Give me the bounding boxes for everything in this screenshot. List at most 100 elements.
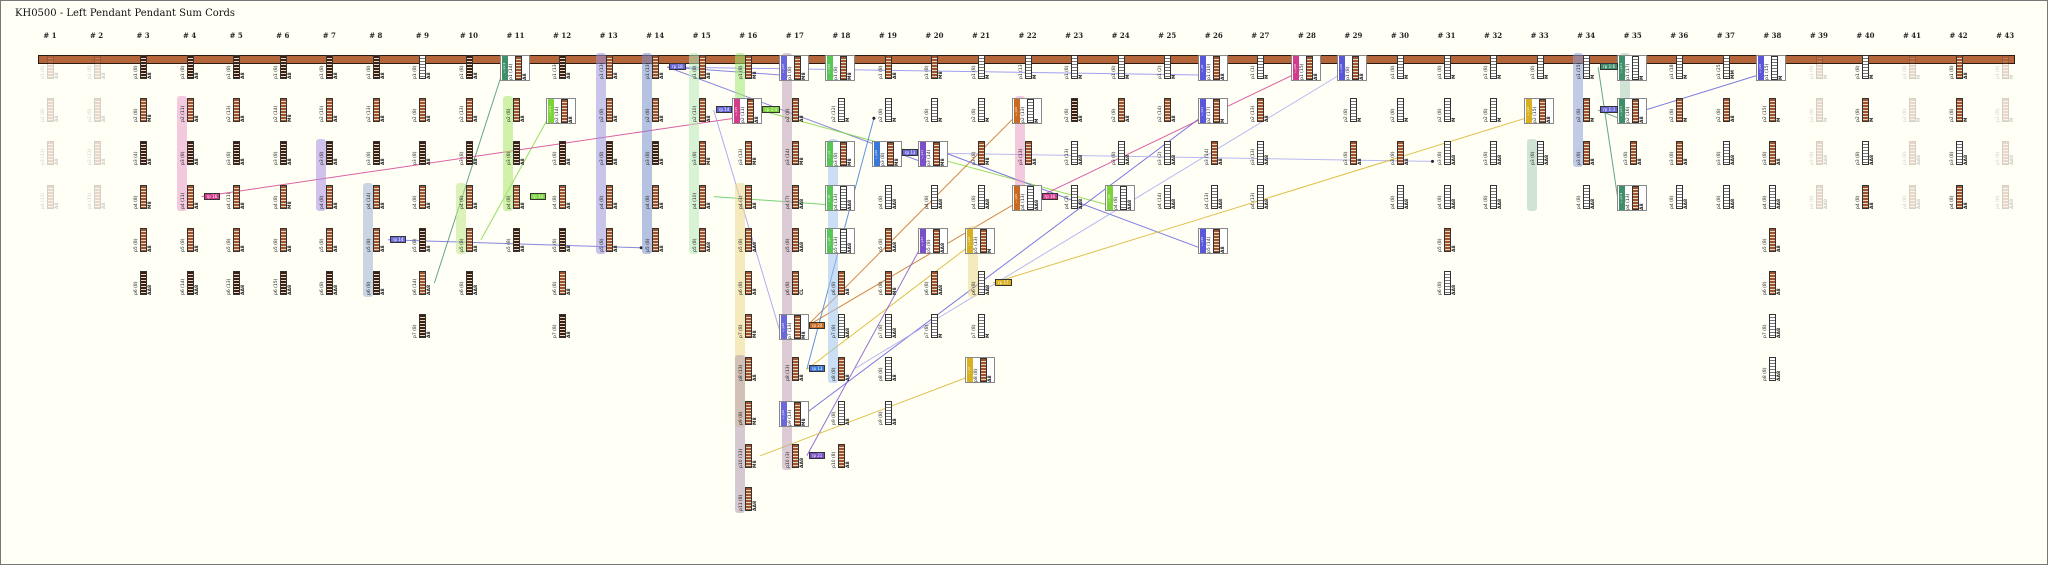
pendant-cord[interactable]: p1 (2)M bbox=[1158, 55, 1177, 79]
pendant-cord[interactable]: p8 (8)A8 bbox=[879, 357, 898, 382]
pendant-cord[interactable]: p1 (8)M bbox=[1531, 55, 1550, 79]
pendant-cord[interactable]: p7 (8)M8 bbox=[739, 314, 758, 339]
pendant-cord[interactable]: p6 (8)A8 bbox=[739, 271, 758, 295]
pendant-cord[interactable]: p6 (13)AA8 bbox=[227, 271, 246, 295]
pendant-cord[interactable]: p6 (8)AA8 bbox=[1438, 271, 1457, 295]
pendant-cord[interactable]: p3 (13)A8 bbox=[41, 141, 60, 166]
pendant-cord[interactable]: p3 (8)M8 bbox=[693, 141, 712, 166]
pendant-cord[interactable]: p3 (8)AA8 bbox=[1950, 141, 1969, 166]
pendant-cord[interactable]: p5 (8)A8 bbox=[227, 227, 246, 252]
pendant-cord[interactable]: p3 (8)AA8 bbox=[1810, 141, 1829, 166]
pendant-cord[interactable]: p1 (8)A8 bbox=[460, 55, 479, 79]
pendant-cord[interactable]: p3 (2)AA8 bbox=[1158, 141, 1177, 166]
pendant-cord[interactable]: p4 (10)A8 bbox=[693, 184, 712, 209]
pendant-cord[interactable]: p4 (8)AA8 bbox=[1763, 184, 1782, 209]
pendant-cord[interactable]: p1 (8)M bbox=[1438, 55, 1457, 79]
pendant-cord[interactable]: p2 (8)M bbox=[1577, 98, 1596, 123]
pendant-cord[interactable]: p1 (8)A8 bbox=[367, 55, 386, 79]
pendant-cord[interactable]: p5 (8)A8 bbox=[181, 227, 200, 252]
pendant-cord[interactable]: p2 (8)M bbox=[1484, 98, 1503, 123]
pendant-cord[interactable]: p8 (8)AA8 bbox=[1763, 357, 1782, 382]
pendant-cord[interactable]: p1 (8)A8 bbox=[1950, 55, 1969, 79]
pendant-cord[interactable]: p4 (8)AA8 bbox=[1484, 184, 1503, 209]
pendant-cord[interactable]: p1 (8)A8 bbox=[88, 55, 107, 79]
pendant-cord[interactable]: p2 (12)M bbox=[832, 98, 851, 123]
pendant-cord[interactable]: p9 (8)M8 bbox=[739, 400, 758, 425]
pendant-cord[interactable]: p1 (8)A8 bbox=[134, 55, 153, 79]
pendant-cord[interactable]: p3 (13)AA8 bbox=[1065, 141, 1084, 166]
pendant-cord[interactable]: p2 (8)M bbox=[1670, 98, 1689, 123]
pendant-cord[interactable]: p4 (13)AA8 bbox=[1251, 184, 1270, 209]
pendant-cord[interactable]: p1 (15)M bbox=[1577, 55, 1596, 79]
pendant-cord[interactable]: p6 (8)M8 bbox=[879, 271, 898, 295]
pendant-cord[interactable]: p3 (8)A8 bbox=[227, 141, 246, 166]
pendant-cord[interactable]: p1 (8)M bbox=[1996, 55, 2015, 79]
pendant-cord[interactable]: p1 (8)A8 bbox=[879, 55, 898, 79]
pendant-cord[interactable]: p4 (8)A8 bbox=[553, 184, 572, 209]
pendant-cord[interactable]: p5 (8)A8 bbox=[134, 227, 153, 252]
pendant-cord[interactable]: p2 (8)M bbox=[925, 98, 944, 123]
pendant-cord[interactable]: p1 (8)M bbox=[1391, 55, 1410, 79]
pendant-cord[interactable]: p2 (14)A8 bbox=[1158, 98, 1177, 123]
pendant-cord[interactable]: p3 (8)A8 bbox=[1391, 141, 1410, 166]
pendant-cord[interactable]: p6 (14)AA8 bbox=[181, 271, 200, 295]
pendant-cord[interactable]: p2 (8)M bbox=[1856, 98, 1875, 123]
pendant-cord[interactable]: p1 (8)M bbox=[1903, 55, 1922, 79]
pendant-cord[interactable]: p1 (8)M bbox=[1112, 55, 1131, 79]
pendant-cord[interactable]: p1 (8)M8 bbox=[739, 55, 758, 79]
pendant-cord[interactable]: p1 (13)A8 bbox=[553, 55, 572, 79]
pendant-cord[interactable]: p1 (8)M bbox=[1484, 55, 1503, 79]
pendant-cord[interactable]: p2 (8)A8 bbox=[413, 98, 432, 123]
pendant-cord[interactable]: p1 (8)M bbox=[1065, 55, 1084, 79]
pendant-cord[interactable]: p4 (11)A8 bbox=[181, 184, 200, 209]
pendant-cord[interactable]: p6 (8)AA8 bbox=[320, 271, 339, 295]
pendant-cord[interactable]: p2 (8)M bbox=[1344, 98, 1363, 123]
pendant-cord[interactable]: p4 (8)AA8 bbox=[1391, 184, 1410, 209]
pendant-cord[interactable]: p3 (13)A8 bbox=[88, 141, 107, 166]
pendant-cord[interactable]: p7 (8)M bbox=[972, 314, 991, 339]
pendant-cord[interactable]: p5 (8)A8 bbox=[1438, 227, 1457, 252]
pendant-cord[interactable]: p4 (8)A8 bbox=[507, 184, 526, 209]
pendant-cord[interactable]: p2 (8)A8 bbox=[646, 98, 665, 123]
pendant-cord[interactable]: p2 (11)A8 bbox=[181, 98, 200, 123]
pendant-cord[interactable]: p2 (13)A8 bbox=[367, 98, 386, 123]
pendant-cord[interactable]: p4 (8)AA8 bbox=[1717, 184, 1736, 209]
pendant-cord[interactable]: p6 (8)A8 bbox=[832, 271, 851, 295]
pendant-cord[interactable]: p3 (8)A8 bbox=[320, 141, 339, 166]
pendant-cord[interactable]: p2 (10)A8 bbox=[320, 98, 339, 123]
pendant-cord[interactable]: p2 (15)M bbox=[1763, 98, 1782, 123]
pendant-cord[interactable]: p5 (8)AA8 bbox=[786, 227, 805, 252]
pendant-cord[interactable]: p1 (8)A8 bbox=[181, 55, 200, 79]
pendant-cord[interactable]: p3 (8)A8 bbox=[646, 141, 665, 166]
pendant-cord[interactable]: p2 (8)A8 bbox=[507, 98, 526, 123]
pendant-cord[interactable]: p3 (8)A8 bbox=[274, 141, 293, 166]
pendant-cord[interactable]: p4 (8)A8 bbox=[1856, 184, 1875, 209]
pendant-cord[interactable]: p2 (8)M bbox=[1391, 98, 1410, 123]
pendant-cord[interactable]: p1 (8)A8 bbox=[320, 55, 339, 79]
pendant-cord[interactable]: p1 (13)A8 bbox=[646, 55, 665, 79]
pendant-cord[interactable]: p6 (14)AA8 bbox=[413, 271, 432, 295]
pendant-cord[interactable]: p3 (4)A8 bbox=[134, 141, 153, 166]
pendant-cord[interactable]: p3 (8)A8 bbox=[460, 141, 479, 166]
pendant-cord[interactable]: p9 (8)A8 bbox=[832, 400, 851, 425]
pendant-cord[interactable]: p5 (8)A8 bbox=[460, 227, 479, 252]
pendant-cord[interactable]: p3 (8)AA8 bbox=[1438, 141, 1457, 166]
pendant-cord[interactable]: p1 (8)A8 bbox=[693, 55, 712, 79]
pendant-cord[interactable]: p1 (8)A8 bbox=[413, 55, 432, 79]
pendant-cord[interactable]: p3 (8)A8 bbox=[600, 141, 619, 166]
pendant-cord[interactable]: p5 (8)A8 bbox=[274, 227, 293, 252]
pendant-cord[interactable]: p5 (8)A8 bbox=[600, 227, 619, 252]
pendant-cord[interactable]: p2 (8)A8 bbox=[1112, 98, 1131, 123]
